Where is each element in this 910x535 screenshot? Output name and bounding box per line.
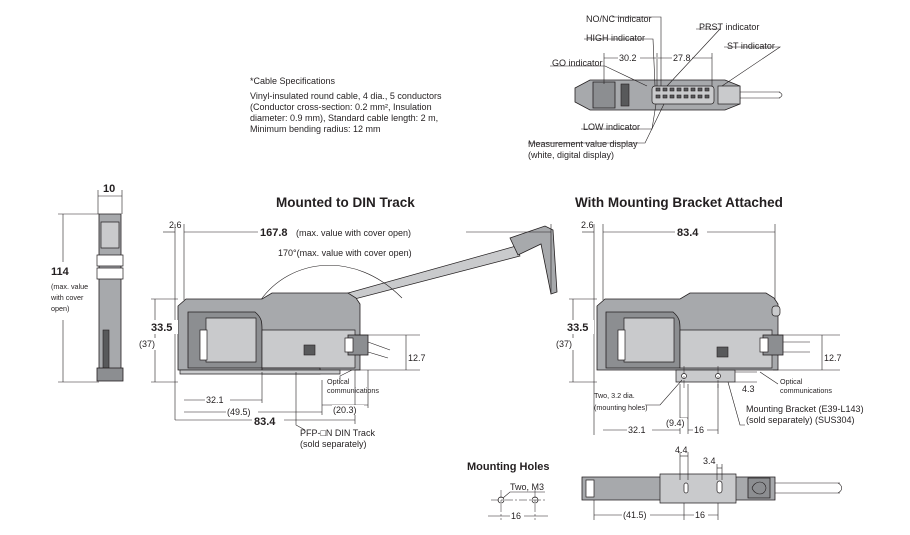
high-indicator-label: HIGH indicator	[586, 33, 645, 43]
go-indicator-label: GO indicator	[552, 58, 603, 68]
bracket-view: With Mounting Bracket Attached 2.6 83.4	[555, 195, 864, 435]
bracket-dim-12-7: 12.7	[824, 353, 842, 363]
din-dim-49-5: (49.5)	[227, 407, 251, 417]
din-optical-label: Optical	[327, 377, 350, 386]
din-optical-label: communications	[327, 386, 379, 395]
dim-27-8: 27.8	[673, 53, 691, 63]
mounting-holes-view: Mounting Holes Two, M3 16	[467, 461, 550, 521]
side-view: 10 114 (max. value with cover open)	[50, 183, 124, 383]
prst-indicator-label: PRST indicator	[699, 22, 759, 32]
side-height-note: (max. value	[51, 282, 88, 291]
din-dim-37: (37)	[139, 339, 155, 349]
cable-spec-line: Minimum bending radius: 12 mm	[250, 124, 381, 134]
indicator-leaders	[528, 16, 781, 144]
bracket-holes-label: (mounting holes)	[594, 403, 648, 412]
din-dim-32-1: 32.1	[206, 395, 224, 405]
low-indicator-label: LOW indicator	[583, 122, 640, 132]
mounting-holes-title: Mounting Holes	[467, 461, 550, 473]
amplifier-top-body	[574, 79, 783, 111]
din-track-label: (sold separately)	[300, 439, 367, 449]
bracket-optical-label: Optical	[780, 377, 803, 386]
din-track-view: Mounted to DIN Track 170°(max. value wit…	[138, 195, 558, 449]
mounting-holes-m3: Two, M3	[510, 482, 544, 492]
display-label: Measurement value display	[528, 139, 638, 149]
bracket-dim-2-6: 2.6	[581, 220, 594, 230]
side-height-note: open)	[51, 304, 69, 313]
bottom-dim-3-4: 3.4	[703, 456, 716, 466]
mounting-holes-dim-16: 16	[511, 511, 521, 521]
bracket-dim-16: 16	[694, 425, 704, 435]
bracket-part-label: Mounting Bracket (E39-L143)	[746, 404, 864, 414]
din-track-label: PFP-□N DIN Track	[300, 428, 375, 438]
indicator-dimensions	[603, 52, 713, 86]
bracket-dim-37: (37)	[556, 339, 572, 349]
cable-specifications: *Cable Specifications Vinyl-insulated ro…	[250, 76, 442, 134]
din-dim-33-5: 33.5	[151, 322, 172, 334]
din-amplifier-body	[177, 292, 391, 375]
din-dim-20-3: (20.3)	[333, 405, 357, 415]
din-dim-2-6: 2.6	[169, 220, 182, 230]
bracket-optical-label: communications	[780, 386, 832, 395]
bracket-view-title: With Mounting Bracket Attached	[575, 195, 783, 210]
bracket-amplifier-body	[596, 292, 810, 383]
bottom-dim-4-4: 4.4	[675, 445, 688, 455]
st-indicator-label: ST indicator	[727, 41, 775, 51]
bracket-dim-83-4: 83.4	[677, 227, 699, 239]
din-dim-83-4: 83.4	[254, 416, 276, 428]
nonc-indicator-label: NO/NC indicator	[586, 14, 652, 24]
bracket-dim-4-3: 4.3	[742, 384, 755, 394]
bottom-dim-16: 16	[695, 510, 705, 520]
angle-note: 170°(max. value with cover open)	[278, 248, 412, 258]
din-view-title: Mounted to DIN Track	[276, 195, 415, 210]
side-width-dim: 10	[103, 183, 115, 195]
bracket-dim-33-5: 33.5	[567, 322, 588, 334]
cable-spec-line: diameter: 0.9 mm), Standard cable length…	[250, 113, 438, 123]
cable-spec-line: (Conductor cross-section: 0.2 mm², Insul…	[250, 102, 432, 112]
bottom-dim-41-5: (41.5)	[623, 510, 647, 520]
display-label-note: (white, digital display)	[528, 150, 614, 160]
dim-30-2: 30.2	[619, 53, 637, 63]
bracket-dim-9-4: (9.4)	[666, 418, 685, 428]
din-dim-12-7: 12.7	[408, 353, 426, 363]
side-height-dim: 114	[51, 266, 70, 278]
cable-spec-line: Vinyl-insulated round cable, 4 dia., 5 c…	[250, 91, 442, 101]
cable-spec-heading: *Cable Specifications	[250, 76, 336, 86]
bracket-part-label: (sold separately) (SUS304)	[746, 415, 855, 425]
side-height-note: with cover	[50, 293, 84, 302]
bracket-holes-label: Two, 3.2 dia.	[594, 391, 635, 400]
din-dim-167-8-note: (max. value with cover open)	[296, 228, 411, 238]
indicator-view: NO/NC indicator PRST indicator HIGH indi…	[528, 14, 783, 160]
bracket-dim-32-1: 32.1	[628, 425, 646, 435]
bottom-view: 4.4 3.4 (41.5) 16	[581, 445, 843, 520]
din-dim-167-8: 167.8	[260, 227, 288, 239]
